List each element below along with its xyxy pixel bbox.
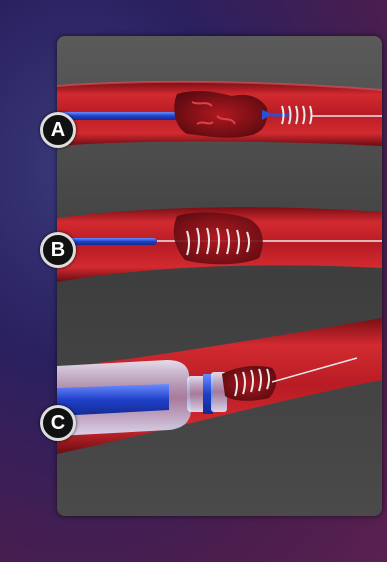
clot-b xyxy=(174,212,263,264)
vessel-b xyxy=(57,207,382,282)
vessel-c xyxy=(57,318,382,454)
clot-a xyxy=(174,91,267,138)
illustration-panel xyxy=(57,36,382,516)
step-badge-a: A xyxy=(40,112,76,148)
step-badge-c: C xyxy=(40,405,76,441)
step-badge-b: B xyxy=(40,232,76,268)
clot-c xyxy=(222,366,276,401)
thrombectomy-illustration xyxy=(57,36,382,516)
vessel-a xyxy=(57,82,382,146)
catheter-a xyxy=(57,112,182,120)
